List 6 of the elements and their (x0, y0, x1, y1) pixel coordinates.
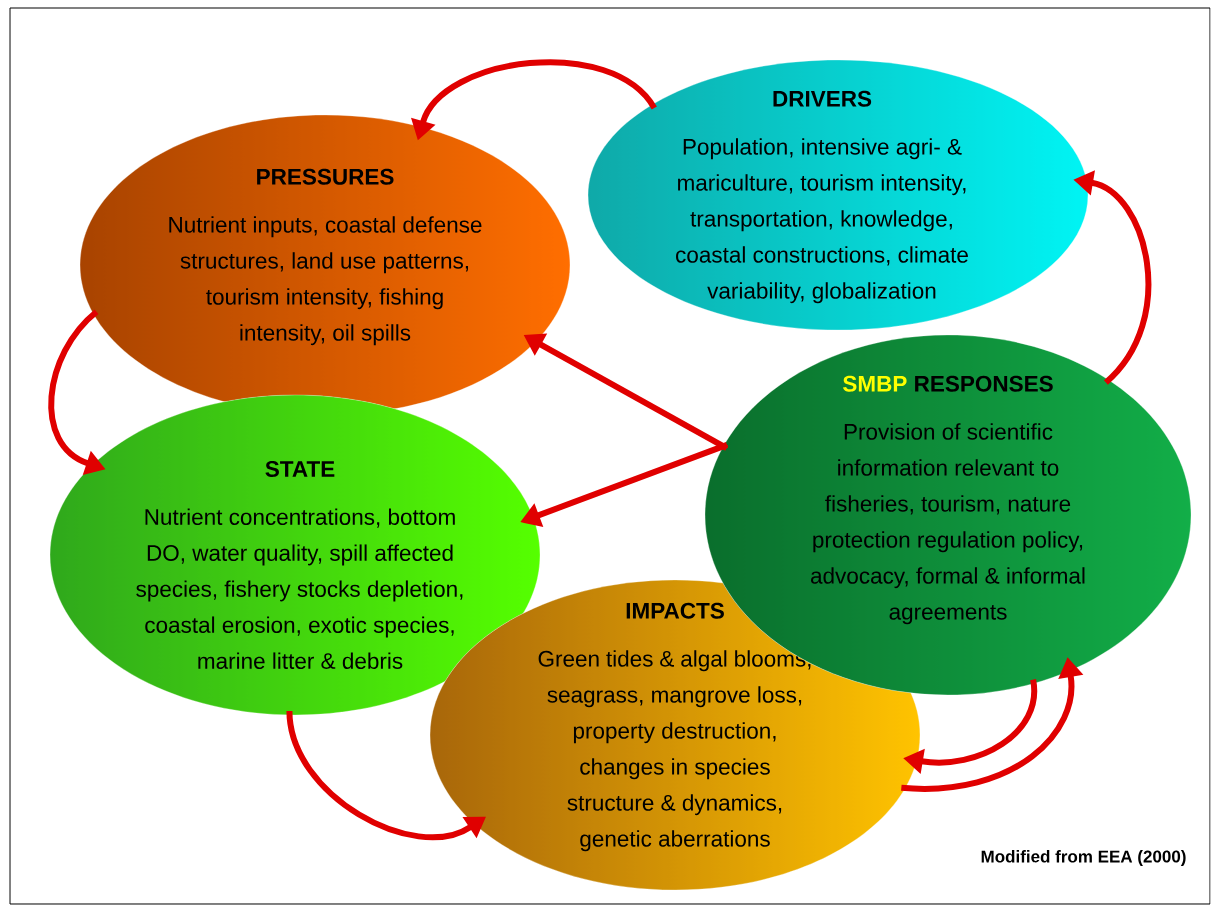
node-label: RESPONSES (915, 375, 1053, 392)
ellipse-node: DRIVERS Population, intensive agri- & mariculture, tourism intensity, transportation, knowledge, coastal constructions, climate variability, globalization (587, 59, 1089, 331)
ellipse-node: PRESSURES Nutrient inputs, coastal defense structures, land use patterns, tourism intensity, fishing intensity, oil spills (79, 114, 571, 416)
node-label: SMBP (843, 375, 907, 392)
node-label: STATE (265, 461, 335, 477)
source-note: Modified from EEA (2000) (981, 850, 1186, 866)
